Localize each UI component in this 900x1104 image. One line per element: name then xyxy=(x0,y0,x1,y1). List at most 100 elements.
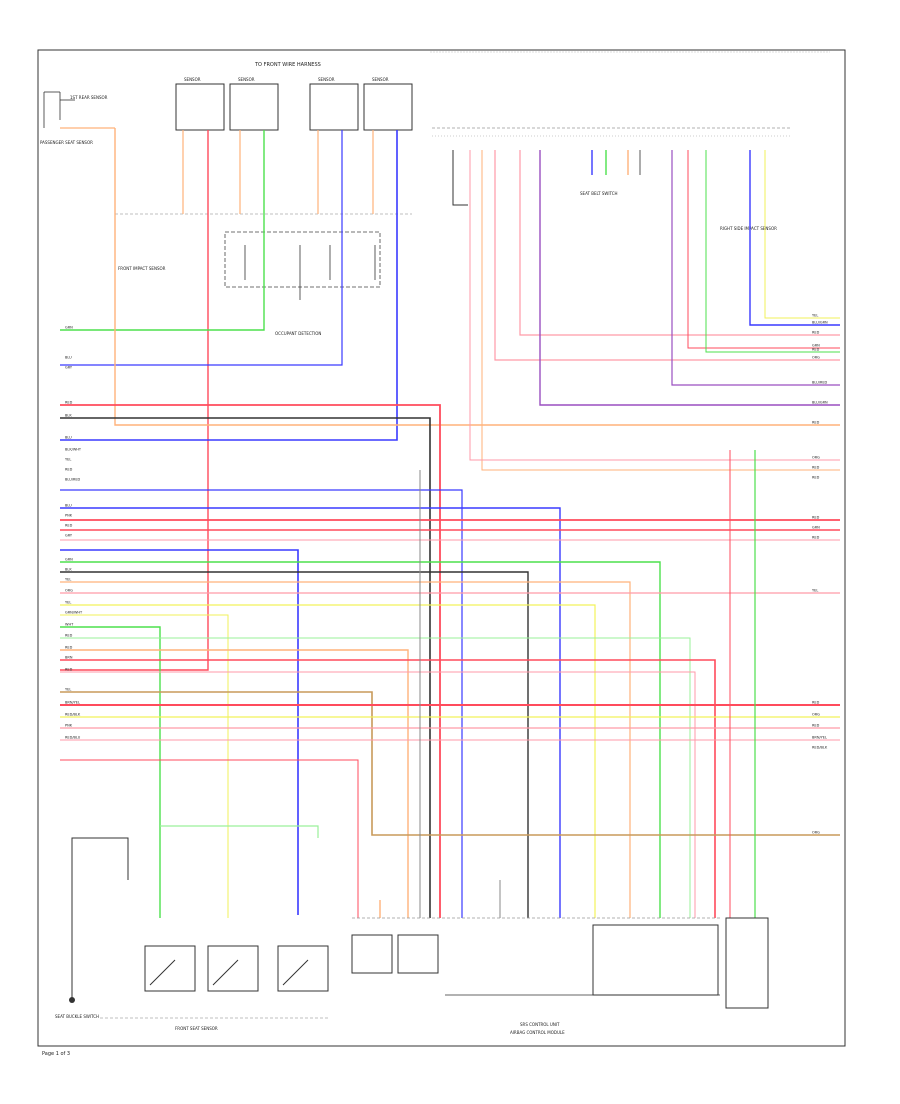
left-pin-label: WHT xyxy=(65,623,74,627)
front-seat-sensor-label: FRONT SEAT SENSOR xyxy=(175,1026,218,1031)
left-pin-label: RED xyxy=(65,634,73,638)
left-pin-label: BLU xyxy=(65,504,72,508)
wire-h26 xyxy=(160,825,319,838)
left-pin-label: BRN/YEL xyxy=(65,701,80,705)
right-pin-label: RED xyxy=(812,421,820,425)
right-pin-label: BLU/GRN xyxy=(812,401,828,405)
left-pin-label: RED xyxy=(65,468,73,472)
left-pin-label: YEL xyxy=(65,578,71,582)
top-sensors: SENSOR SENSOR SENSOR SENSOR xyxy=(175,77,413,131)
wire-r8 xyxy=(705,150,840,353)
wire-r5 xyxy=(539,150,840,406)
wire-h18 xyxy=(60,659,716,918)
sensor-label-3: SENSOR xyxy=(318,77,335,82)
left-pin-label: PNK xyxy=(65,724,73,728)
right-pin-label: RED xyxy=(812,536,820,540)
left-pin-labels: GRNBLUGRYREDBLKBLUBLK/WHTYELREDBLU/REDBL… xyxy=(65,326,83,740)
wire-h3 xyxy=(60,489,463,918)
diagram-border xyxy=(37,49,846,1047)
bottom-unit-label: AIRBAG CONTROL MODULE xyxy=(510,1030,565,1035)
wire-sensor4-b xyxy=(60,130,398,441)
wire-h1 xyxy=(60,404,441,918)
wire-h19 xyxy=(60,671,696,918)
left-pin-label: PNK xyxy=(65,514,73,518)
wire-r10 xyxy=(764,150,840,319)
right-pin-label: ORG xyxy=(812,713,820,717)
airbag-control-module: SRS CONTROL UNIT AIRBAG CONTROL MODULE xyxy=(351,917,769,1035)
wire-h15 xyxy=(60,626,161,918)
right-pin-label: GRN xyxy=(812,526,820,530)
wire-h8 xyxy=(60,549,299,915)
right-side-label: RIGHT SIDE IMPACT SENSOR xyxy=(720,226,777,231)
page-footer: Page 1 of 3 xyxy=(42,1051,70,1057)
top-right-connector xyxy=(432,127,790,137)
right-pin-label: ORG xyxy=(812,456,820,460)
wire-r15 xyxy=(452,150,468,206)
right-pin-label: RED xyxy=(812,701,820,705)
right-pin-label: RED xyxy=(812,476,820,480)
left-pin-label: BLK/WHT xyxy=(65,448,82,452)
right-pin-label: ORG xyxy=(812,831,820,835)
left-pin-label: RED xyxy=(65,646,73,650)
left-pin-label: RED xyxy=(65,524,73,528)
left-label: FRONT IMPACT SENSOR xyxy=(118,266,166,271)
wire-passenger xyxy=(114,128,840,426)
wire-sensor1-b xyxy=(60,130,209,671)
right-pin-label: YEL xyxy=(812,589,818,593)
wire-h4 xyxy=(60,507,561,918)
sensor-label-4: SENSOR xyxy=(372,77,389,82)
right-pin-label: GRN xyxy=(812,344,820,348)
right-pin-label: RED/BLK xyxy=(812,746,828,750)
left-pin-label: RED/BLU xyxy=(65,736,81,740)
left-pin-label: BLK xyxy=(65,414,72,418)
sensor-label-1: SENSOR xyxy=(184,77,201,82)
left-pin-label: GRN xyxy=(65,326,73,330)
wire-h25 xyxy=(60,759,359,918)
wire-h20 xyxy=(60,691,840,836)
seat-belt-sw-label: SEAT BELT SWITCH xyxy=(580,191,618,196)
ignition-sensor-label: 1ST REAR SENSOR xyxy=(70,95,108,100)
left-pin-label: GRY xyxy=(65,534,73,538)
right-pin-label: RED xyxy=(812,724,820,728)
right-pin-labels: YEL BLU/GRN RED GRN RED ORG BLU/RED BLU/GRN RED O… xyxy=(812,314,828,835)
sensor-label-2: SENSOR xyxy=(238,77,255,82)
left-pin-label: RED xyxy=(65,668,73,672)
left-pin-label: YEL xyxy=(65,601,71,605)
wire-h13 xyxy=(60,604,596,918)
buckle-switch-label: SEAT BUCKLE SWITCH xyxy=(55,1014,99,1019)
front-seat-switches: FRONT SEAT SENSOR SEAT BUCKLE SWITCH xyxy=(55,837,330,1031)
right-pin-label: RED xyxy=(812,516,820,520)
right-pin-label: BLU/RED xyxy=(812,381,828,385)
restraint-unit-label: SRS CONTROL UNIT xyxy=(520,1022,560,1027)
left-pin-label: YEL xyxy=(65,688,71,692)
wire-h14 xyxy=(60,614,229,918)
wire-h17 xyxy=(60,649,409,918)
wire-r9 xyxy=(749,150,840,326)
right-pin-label: BLU/GRN xyxy=(812,321,828,325)
passenger-sensor-label: PASSENGER SEAT SENSOR xyxy=(40,140,93,145)
passenger-sensor-block: 1ST REAR SENSOR PASSENGER SEAT SENSOR xyxy=(40,91,115,145)
wire-r7 xyxy=(687,150,840,349)
wire-sensor3-b xyxy=(60,130,343,366)
left-pin-label: BLK xyxy=(65,568,72,572)
left-pin-label: BLU xyxy=(65,356,72,360)
relay-blocks: FRONT IMPACT SENSOR OCCUPANT DETECTION xyxy=(118,231,381,336)
left-pin-label: ORG xyxy=(65,589,73,593)
wire-r1 xyxy=(519,150,840,336)
right-pin-label: YEL xyxy=(812,314,818,318)
right-pin-label: ORG xyxy=(812,356,820,360)
wire-r3 xyxy=(481,150,840,471)
wire-h16 xyxy=(60,637,691,918)
wire-r2 xyxy=(494,150,840,361)
left-pin-label: GRN/WHT xyxy=(65,611,83,615)
occupant-label: OCCUPANT DETECTION xyxy=(275,331,321,336)
wire-r4 xyxy=(469,150,840,461)
wire-h11 xyxy=(60,581,631,918)
left-pin-label: RED xyxy=(65,401,73,405)
left-pin-label: GRN xyxy=(65,558,73,562)
wire-sensor2-b xyxy=(60,130,265,331)
wire-h2 xyxy=(60,417,431,918)
left-pin-label: BRN xyxy=(65,656,73,660)
